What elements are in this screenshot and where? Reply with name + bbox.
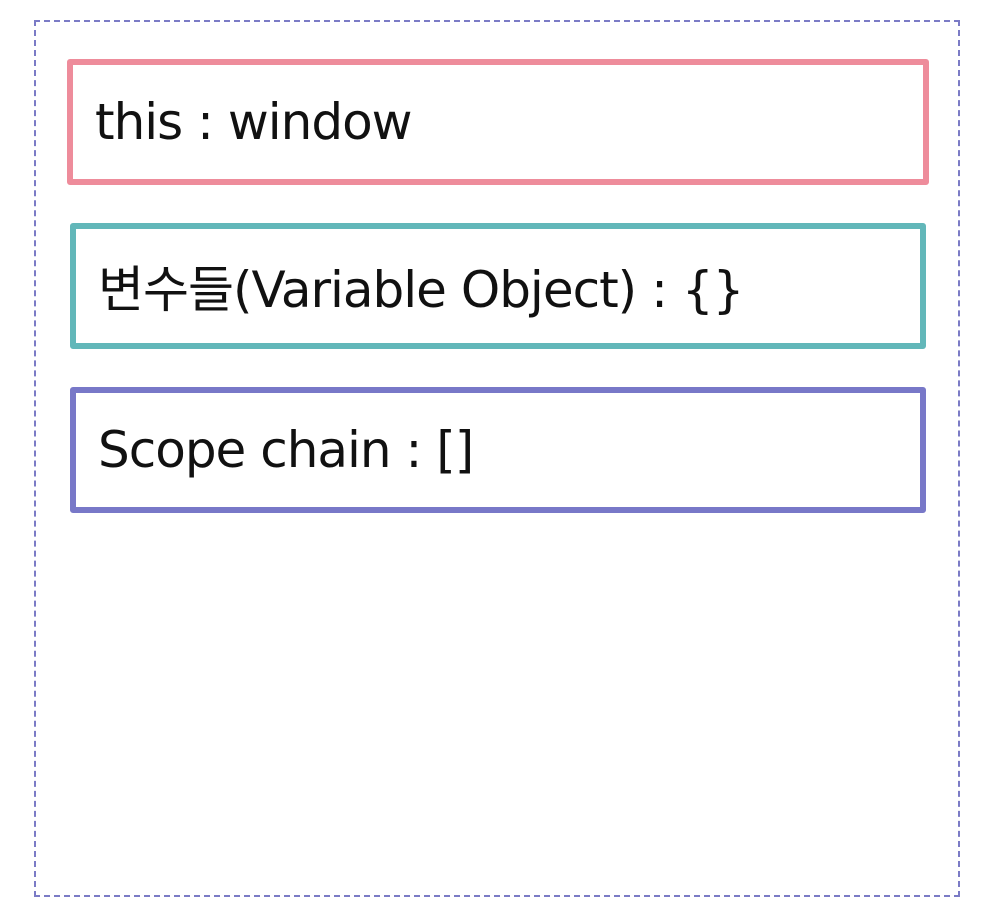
execution-context-frame (34, 20, 960, 897)
scope-chain-box: Scope chain : [] (70, 387, 926, 513)
variable-object-box: 변수들(Variable Object) : {} (70, 223, 926, 349)
this-box: this : window (67, 59, 929, 185)
this-label: this : window (95, 93, 413, 151)
variable-object-label: 변수들(Variable Object) : {} (98, 261, 744, 319)
scope-chain-label: Scope chain : [] (98, 421, 474, 479)
